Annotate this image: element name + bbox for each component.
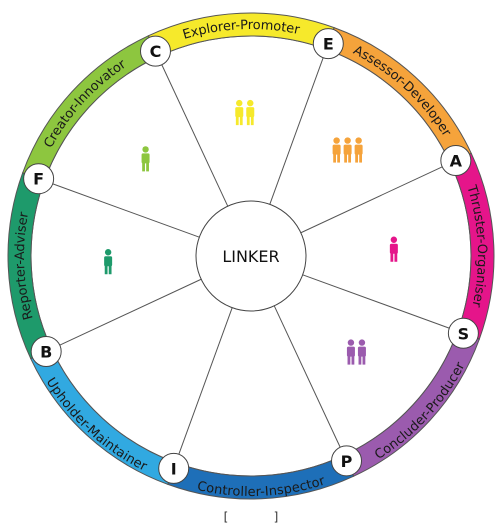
person-icon xyxy=(235,99,244,126)
node-B: B xyxy=(30,336,62,368)
people-icons-layer xyxy=(104,99,398,365)
node-letter: P xyxy=(341,452,353,471)
center-label: LINKER xyxy=(222,247,279,266)
node-F: F xyxy=(23,163,55,195)
node-letter: A xyxy=(450,151,463,170)
people-icon-group-assessor-developer xyxy=(332,137,363,163)
spoke-line-P xyxy=(273,305,345,456)
node-letter: F xyxy=(33,170,44,189)
node-circle xyxy=(331,445,363,477)
people-icon-group-thruster-organiser xyxy=(389,236,398,262)
node-E: E xyxy=(312,28,344,60)
footer-left-bracket: [ xyxy=(224,510,229,524)
person-icon xyxy=(332,137,341,163)
node-circle xyxy=(440,144,472,176)
node-circle xyxy=(312,28,344,60)
spoke-line-F xyxy=(44,180,200,238)
center-hub xyxy=(195,200,307,312)
person-icon xyxy=(246,99,255,126)
person-icon xyxy=(141,146,150,172)
node-A: A xyxy=(440,144,472,176)
node-circle xyxy=(23,163,55,195)
node-circles: E A S P I B F C xyxy=(23,28,479,484)
spoke-line-E xyxy=(269,49,327,205)
person-icon xyxy=(104,249,113,275)
people-icon-group-reporter-adviser xyxy=(104,249,113,275)
node-letter: E xyxy=(323,35,334,54)
footer-right-bracket: ] xyxy=(274,510,279,524)
node-circle xyxy=(30,336,62,368)
person-icon xyxy=(343,137,352,163)
person-icon xyxy=(346,339,355,365)
person-icon xyxy=(354,137,363,163)
person-icon xyxy=(389,236,398,262)
spoke-lines xyxy=(44,49,458,463)
spoke-line-S xyxy=(302,274,458,332)
spoke-line-A xyxy=(300,162,451,234)
people-icon-group-concluder-producer xyxy=(346,339,366,365)
node-P: P xyxy=(331,445,363,477)
node-letter: S xyxy=(458,324,470,343)
node-S: S xyxy=(447,317,479,349)
spoke-line-I xyxy=(175,307,233,463)
node-circle xyxy=(139,35,171,67)
node-I: I xyxy=(158,452,190,484)
node-letter: I xyxy=(171,459,177,478)
node-circle xyxy=(447,317,479,349)
people-icon-group-explorer-promoter xyxy=(235,99,255,126)
node-letter: B xyxy=(40,343,52,362)
people-icon-group-creator-innovator xyxy=(141,146,150,172)
person-icon xyxy=(357,339,366,365)
node-C: C xyxy=(139,35,171,67)
footer-marks: [ ] xyxy=(224,510,279,524)
node-circle xyxy=(158,452,190,484)
node-letter: C xyxy=(150,42,162,61)
spoke-line-C xyxy=(157,56,229,207)
spoke-line-B xyxy=(51,278,202,350)
